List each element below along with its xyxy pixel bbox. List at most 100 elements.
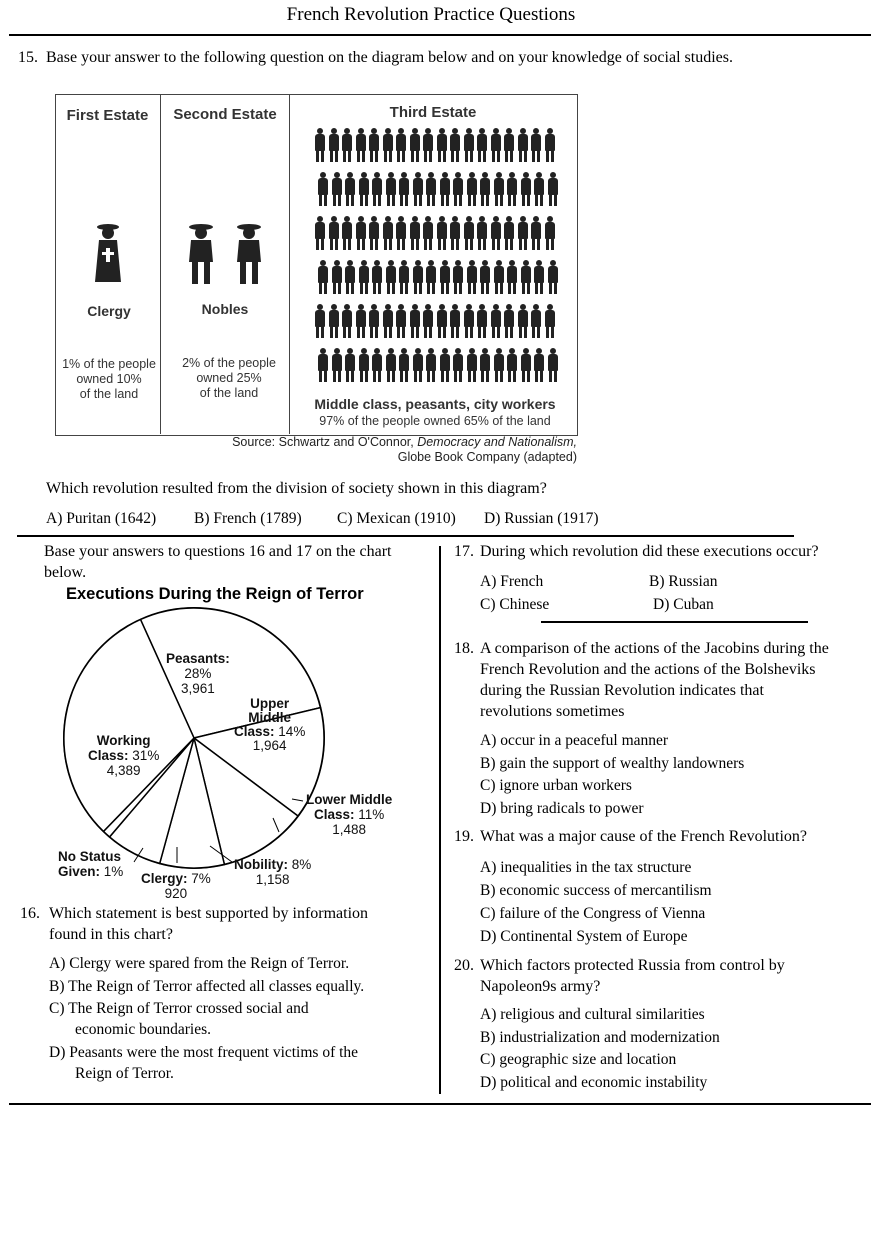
q18-question: A comparison of the actions of the Jacob… xyxy=(480,638,829,722)
q20-option-d[interactable]: D) political and economic instability xyxy=(480,1074,708,1091)
label-working: Working Class: 31% 4,389 xyxy=(88,733,159,778)
q16-option-c[interactable]: C) The Reign of Terror crossed social an… xyxy=(49,998,309,1040)
person-icon xyxy=(328,304,339,338)
q18-option-c[interactable]: C) ignore urban workers xyxy=(480,777,632,794)
q20-option-b[interactable]: B) industrialization and modernization xyxy=(480,1029,720,1046)
second-estate-heading: Second Estate xyxy=(173,106,277,123)
label-nobility: Nobility: 8% 1,158 xyxy=(234,857,311,887)
question-line: found in this chart? xyxy=(49,926,173,943)
person-icon xyxy=(399,348,409,382)
person-icon xyxy=(318,172,328,206)
q15-option-d[interactable]: D) Russian (1917) xyxy=(484,510,599,527)
q17-option-d[interactable]: D) Cuban xyxy=(653,596,714,613)
label-text: Class: xyxy=(313,807,355,822)
q19-option-c[interactable]: C) failure of the Congress of Vienna xyxy=(480,905,706,922)
q15-option-a[interactable]: A) Puritan (1642) xyxy=(46,510,157,527)
person-icon xyxy=(507,172,517,206)
pie-leader-line xyxy=(272,817,280,833)
q17-option-a[interactable]: A) French xyxy=(480,573,544,590)
q19-option-a[interactable]: A) inequalities in the tax structure xyxy=(480,859,692,876)
nobles-note-line: 2% of the people xyxy=(182,356,276,370)
label-text: Class: xyxy=(234,724,275,739)
pie-leader-line xyxy=(291,798,304,802)
label-no-status: No Status Given: 1% xyxy=(58,849,123,879)
q18-option-a[interactable]: A) occur in a peaceful manner xyxy=(480,732,669,749)
third-estate-heading: Third Estate xyxy=(389,104,477,121)
diagram-source: Source: Schwartz and O'Connor, Democracy… xyxy=(205,435,577,465)
source-prefix: Source: Schwartz and O'Connor, xyxy=(232,435,418,449)
person-icon xyxy=(382,216,393,250)
q15-option-b[interactable]: B) French (1789) xyxy=(194,510,302,527)
q20-option-c[interactable]: C) geographic size and location xyxy=(480,1051,677,1068)
first-estate-heading: First Estate xyxy=(66,107,149,124)
person-icon xyxy=(372,348,382,382)
third-estate-crowd xyxy=(315,128,563,390)
q18-option-b[interactable]: B) gain the support of wealthy landowner… xyxy=(480,755,745,772)
q15-intro: Base your answer to the following questi… xyxy=(46,49,733,66)
q17-option-b[interactable]: B) Russian xyxy=(649,573,718,590)
noble-figure-icon xyxy=(189,224,213,284)
person-icon xyxy=(412,172,423,206)
q19-question: What was a major cause of the French Rev… xyxy=(480,828,807,845)
person-icon xyxy=(436,216,447,250)
person-icon xyxy=(423,128,433,162)
chart-title: Executions During the Reign of Terror xyxy=(66,585,364,603)
person-icon xyxy=(480,172,490,206)
person-icon xyxy=(534,348,544,382)
label-text: Given: xyxy=(58,864,101,879)
q15-question: Which revolution resulted from the divis… xyxy=(46,480,547,497)
person-icon xyxy=(504,128,514,162)
person-icon xyxy=(517,128,528,162)
label-peasants: Peasants: 28% 3,961 xyxy=(166,651,230,696)
person-icon xyxy=(493,172,504,206)
q17-option-c[interactable]: C) Chinese xyxy=(480,596,550,613)
person-icon xyxy=(520,172,531,206)
q19-option-b[interactable]: B) economic success of mercantilism xyxy=(480,882,712,899)
person-icon xyxy=(463,216,474,250)
person-icon xyxy=(358,260,369,294)
estates-divider-2 xyxy=(289,94,290,434)
question-line: A comparison of the actions of the Jacob… xyxy=(480,640,829,657)
person-icon xyxy=(409,128,420,162)
person-icon xyxy=(318,260,328,294)
q16-option-d[interactable]: D) Peasants were the most frequent victi… xyxy=(49,1042,358,1084)
label-text: Lower Middle xyxy=(306,792,393,807)
person-icon xyxy=(450,304,460,338)
person-icon xyxy=(477,304,487,338)
label-text: 1% xyxy=(103,864,124,879)
clergy-note-line: owned 10% xyxy=(76,372,142,386)
person-icon xyxy=(331,172,342,206)
person-icon xyxy=(436,304,447,338)
footer-rule xyxy=(9,1103,871,1105)
label-text: Working xyxy=(96,733,151,748)
q20-number: 20. xyxy=(454,957,474,974)
q19-option-d[interactable]: D) Continental System of Europe xyxy=(480,928,688,945)
q16-option-b[interactable]: B) The Reign of Terror affected all clas… xyxy=(49,978,365,995)
person-icon xyxy=(423,304,433,338)
person-icon xyxy=(345,172,355,206)
person-icon xyxy=(355,128,366,162)
person-icon xyxy=(315,216,325,250)
person-icon xyxy=(426,348,436,382)
header-rule xyxy=(9,34,871,36)
person-icon xyxy=(520,260,531,294)
q15-option-c[interactable]: C) Mexican (1910) xyxy=(337,510,456,527)
nobles-note-line: owned 25% xyxy=(196,371,262,385)
person-icon xyxy=(490,128,501,162)
q16-number: 16. xyxy=(20,905,40,922)
clergy-note: 1% of the people owned 10% of the land xyxy=(55,357,163,402)
pie-chart xyxy=(63,607,325,869)
q20-option-a[interactable]: A) religious and cultural similarities xyxy=(480,1006,705,1023)
q16-17-intro: Base your answers to questions 16 and 17… xyxy=(44,541,391,583)
person-icon xyxy=(547,348,558,382)
person-icon xyxy=(423,216,433,250)
person-icon xyxy=(544,304,555,338)
person-icon xyxy=(385,348,396,382)
q18-option-d[interactable]: D) bring radicals to power xyxy=(480,800,644,817)
label-text: Clergy: xyxy=(141,871,188,886)
q16-option-a[interactable]: A) Clergy were spared from the Reign of … xyxy=(49,955,350,972)
person-icon xyxy=(531,216,541,250)
page-title: French Revolution Practice Questions xyxy=(286,4,576,25)
person-icon xyxy=(463,128,474,162)
person-icon xyxy=(480,348,490,382)
